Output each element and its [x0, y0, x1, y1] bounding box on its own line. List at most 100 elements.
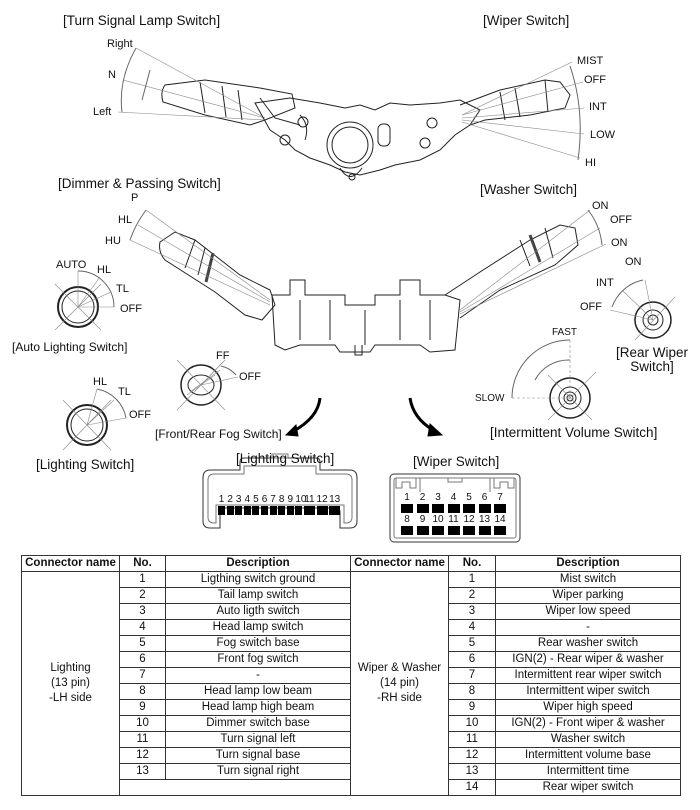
pin-number: 5	[253, 494, 259, 505]
header-no-right: No.	[448, 555, 496, 572]
pin-number: 3	[435, 492, 441, 503]
pin-description-cell: Wiper parking	[495, 587, 681, 604]
turn-signal-position-neutral: N	[108, 69, 116, 81]
intermittent-position-slow: SLOW	[475, 393, 505, 404]
pin-description-cell: Intermittent wiper switch	[495, 683, 681, 700]
arrow-to-wiper-connector-icon	[408, 397, 444, 437]
pin-number-cell: 9	[448, 699, 496, 716]
connector-pin	[401, 504, 413, 513]
connector-pin	[316, 506, 328, 515]
pin-number-cell: 5	[448, 635, 496, 652]
fog-knob-drawing	[176, 359, 239, 411]
header-description-right: Description	[495, 555, 681, 572]
pin-number-cell: 6	[119, 651, 166, 668]
pin-number: 4	[244, 494, 251, 505]
intermittent-volume-switch-title: [Intermittent Volume Switch]	[490, 425, 658, 440]
pin-number: 6	[481, 492, 488, 503]
pin-number-cell: 3	[448, 603, 496, 620]
pin-number: 11	[304, 494, 315, 505]
pin-number: 11	[448, 514, 459, 525]
connector-pin	[243, 506, 251, 515]
pin-number: 8	[278, 494, 285, 505]
pin-number: 12	[316, 494, 328, 505]
connector-pin	[432, 504, 444, 513]
pin-number: 4	[450, 492, 457, 503]
pin-description-cell: Tail lamp switch	[165, 587, 351, 604]
pin-number-cell: 1	[448, 571, 496, 588]
washer-switch-title: [Washer Switch]	[480, 182, 578, 197]
pin-number: 5	[466, 492, 472, 503]
connector-pin	[303, 506, 315, 515]
pin-number-cell: 4	[448, 619, 496, 636]
pin-number: 7	[497, 492, 503, 503]
pin-number-cell: 7	[448, 667, 496, 684]
pin-number: 1	[218, 494, 225, 505]
pin-description-cell: Head lamp high beam	[165, 699, 351, 716]
wiper-position-low: LOW	[590, 129, 616, 141]
turn-signal-position-right: Right	[107, 38, 133, 50]
pin-number-cell: 7	[119, 667, 166, 684]
pin-number: 8	[404, 514, 410, 525]
connector-pin	[447, 526, 460, 535]
connector-name-line: Wiper & Washer	[357, 662, 442, 674]
wiper-lever-drawing	[459, 61, 585, 161]
connector-pin	[478, 526, 491, 535]
auto-lighting-position-auto: AUTO	[56, 259, 87, 271]
pin-description-cell: IGN(2) - Front wiper & washer	[495, 715, 681, 732]
connector-pin	[260, 506, 268, 515]
wiper-switch-title: [Wiper Switch]	[483, 13, 570, 28]
lighting-position-tl: TL	[118, 386, 131, 398]
pin-number-cell: 2	[448, 587, 496, 604]
lighting-connector-pins	[218, 506, 342, 515]
fog-position-ff: FF	[216, 350, 230, 362]
connector-pin	[494, 504, 506, 513]
pin-number: 6	[261, 494, 268, 505]
connector-name-line: -LH side	[49, 692, 92, 704]
wiper-position-mist: MIST	[577, 55, 604, 67]
pin-description-cell: -	[165, 667, 351, 684]
pin-number-cell: 9	[119, 699, 166, 716]
auto-lighting-position-off: OFF	[120, 303, 142, 315]
connector-pin	[401, 526, 413, 535]
pin-description-cell: Washer switch	[495, 731, 681, 748]
connector-name-line: (14 pin)	[380, 677, 419, 689]
connector-pin	[416, 526, 429, 535]
connector-pin	[478, 504, 491, 513]
pin-number: 13	[478, 514, 491, 525]
pin-number: 2	[227, 494, 233, 505]
pin-description-cell: Wiper high speed	[495, 699, 681, 716]
rear-wiper-title-line1: [Rear Wiper	[615, 345, 688, 360]
rear-wiper-knob-drawing	[609, 279, 676, 341]
pin-description-cell: Head lamp low beam	[165, 683, 351, 700]
wiper-position-int: INT	[589, 101, 607, 113]
pin-number-cell: 10	[448, 715, 496, 732]
connector-name-line: (13 pin)	[51, 677, 90, 689]
table-header-row: Connector name No. Description Connector…	[21, 555, 681, 572]
lighting-knob-drawing	[62, 388, 127, 451]
arrow-to-lighting-connector-icon	[284, 397, 322, 437]
header-connector-name-left: Connector name	[21, 555, 120, 572]
connector-pin	[463, 526, 475, 535]
auto-lighting-position-tl: TL	[116, 283, 129, 295]
connector-pin	[447, 504, 460, 513]
pin-number: 9	[419, 514, 426, 525]
pin-number-cell: 12	[448, 747, 496, 764]
intermittent-position-fast: FAST	[552, 327, 578, 338]
pin-number-cell: 14	[448, 779, 496, 796]
auto-lighting-knob-drawing	[54, 270, 115, 331]
pin-number-cell: 12	[119, 747, 166, 764]
pin-number-cell: 3	[119, 603, 166, 620]
pin-description-cell: Turn signal right	[165, 763, 351, 780]
pin-description-cell: Intermittent time	[495, 763, 681, 780]
connector-pin	[494, 526, 506, 535]
pin-number-cell: 11	[119, 731, 166, 748]
pin-description-cell: Ligthing switch ground	[165, 571, 351, 588]
